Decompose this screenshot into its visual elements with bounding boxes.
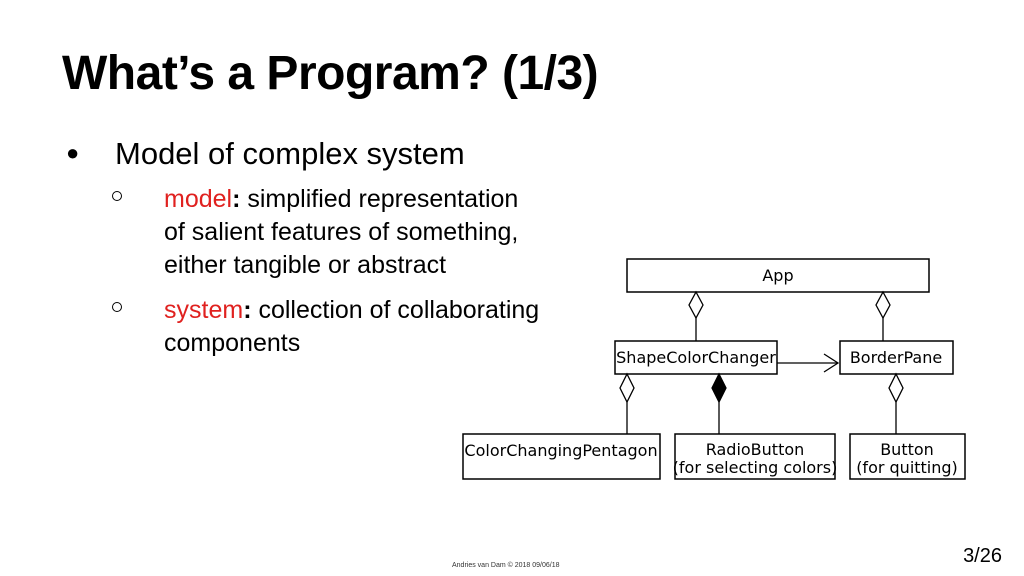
class-box-color-changing-pentagon (462, 433, 661, 480)
class-label-app: App (762, 266, 793, 285)
footer-credit: Andries van Dam © 2018 09/06/18 (452, 562, 560, 569)
class-label-color-changing-pentagon: ColorChangingPentagon (464, 441, 657, 460)
class-label-shape-color-changer: ShapeColorChanger (616, 348, 776, 367)
slide-title: What’s a Program? (1/3) (62, 47, 599, 100)
term-colon: : (232, 185, 241, 213)
definition-line: either tangible or abstract (164, 251, 447, 279)
term-system: system (164, 296, 244, 324)
bullet-dot-icon: ● (66, 140, 80, 165)
term-model: model (164, 185, 233, 213)
term-colon: : (243, 296, 252, 324)
class-note-radio-button: (for selecting colors) (673, 458, 838, 477)
class-box-radio-button (674, 433, 836, 480)
class-box-shape-color-changer (614, 340, 778, 375)
class-label-border-pane: BorderPane (850, 348, 942, 367)
aggregation-diamond-icon (619, 372, 635, 404)
aggregation-diamond-icon (888, 372, 904, 404)
definition-line: simplified representation (240, 185, 519, 213)
sub-bullet-text: model: simplified representation of sali… (164, 183, 604, 282)
class-box-button (849, 433, 966, 480)
definition-line: components (164, 329, 301, 357)
hollow-circle-bullet-icon (112, 302, 122, 312)
class-note-button: (for quitting) (856, 458, 958, 477)
definition-line: collection of collaborating (251, 296, 540, 324)
aggregation-diamond-icon (688, 290, 704, 320)
composition-diamond-icon (711, 372, 727, 404)
class-label-button: Button (880, 440, 934, 459)
sub-bullet-text: system: collection of collaborating comp… (164, 294, 604, 360)
aggregation-diamond-icon (875, 290, 891, 320)
class-label-radio-button: RadioButton (706, 440, 805, 459)
page-number: 3/26 (963, 545, 1002, 567)
class-box-app (626, 258, 930, 293)
arrowhead-icon (823, 353, 840, 373)
definition-line: of salient features of something, (164, 218, 519, 246)
main-bullet-text: Model of complex system (115, 136, 465, 171)
hollow-circle-bullet-icon (112, 191, 122, 201)
